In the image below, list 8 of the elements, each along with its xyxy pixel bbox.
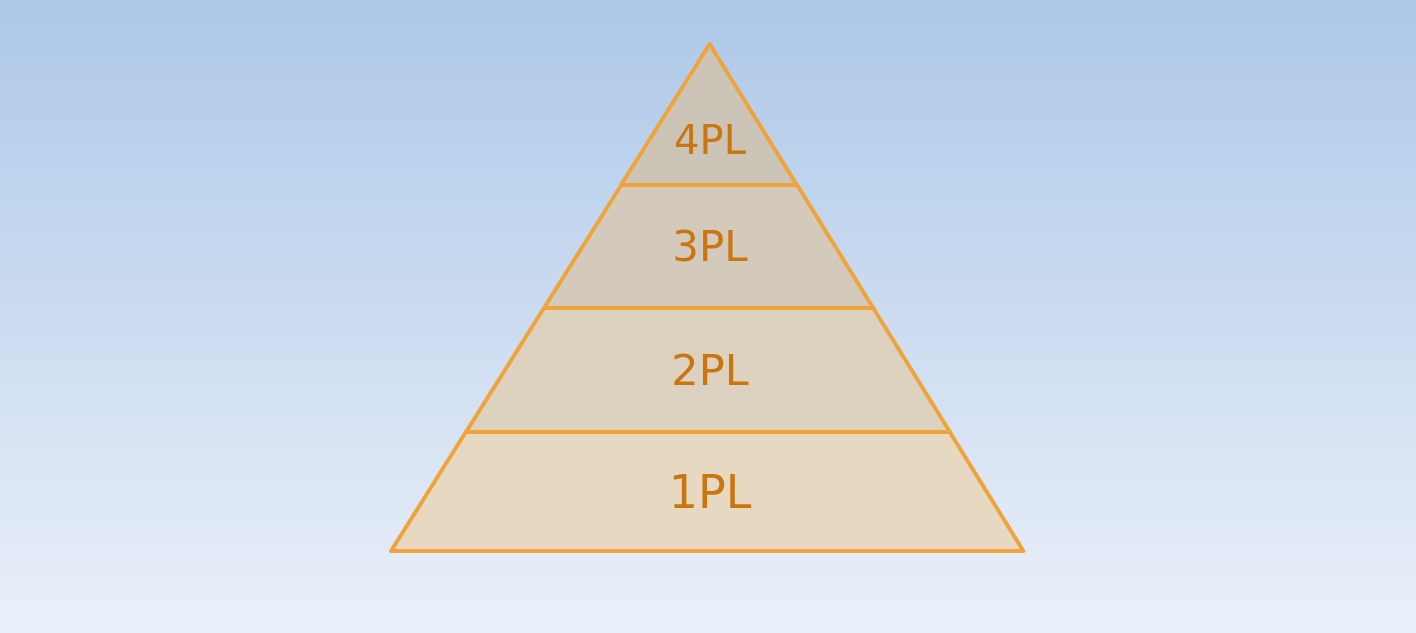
pyramid-tier xyxy=(544,185,874,308)
pyramid-tier xyxy=(391,432,1024,551)
tier-label: 3PL xyxy=(672,225,748,268)
tier-label: 1PL xyxy=(668,468,752,515)
tier-label: 4PL xyxy=(674,119,746,160)
pyramid-tier xyxy=(466,308,951,432)
pyramid-tier xyxy=(621,44,798,185)
tier-label: 2PL xyxy=(671,348,749,392)
